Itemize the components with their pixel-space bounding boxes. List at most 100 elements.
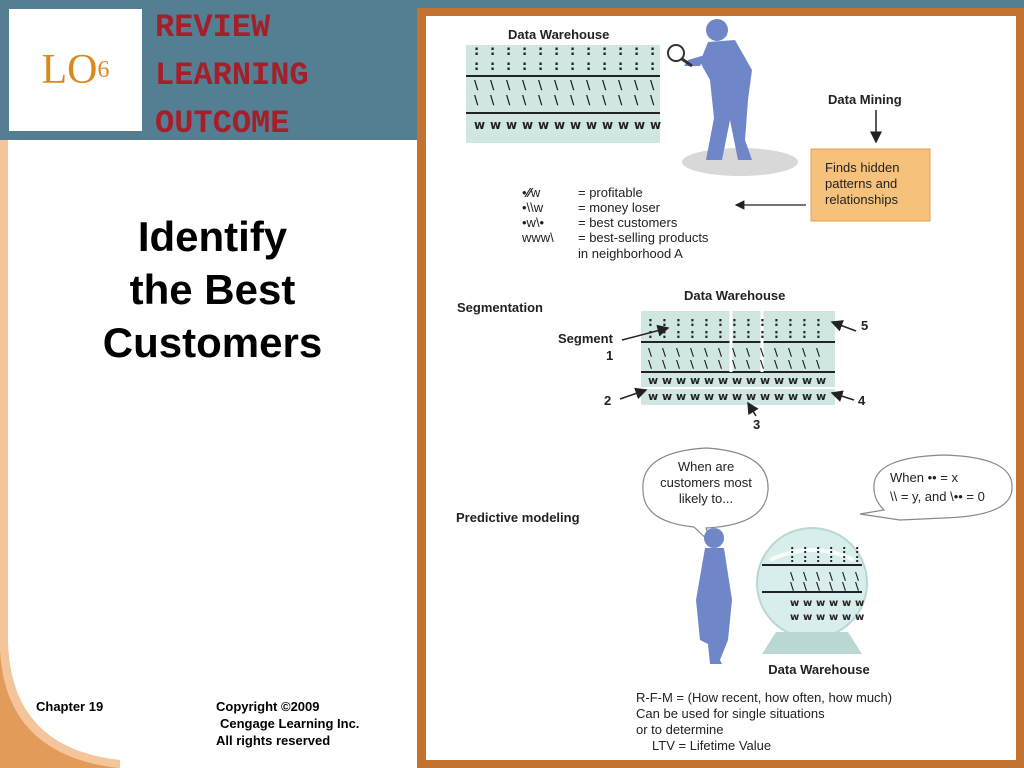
svg-text:\: \ (474, 93, 479, 107)
svg-text:\: \ (634, 78, 639, 92)
svg-text::: : (829, 552, 833, 565)
svg-text:\: \ (522, 93, 527, 107)
svg-text::: : (522, 59, 527, 74)
copyright-line: All rights reserved (216, 733, 331, 748)
svg-text:w: w (774, 390, 784, 403)
svg-text:\: \ (490, 93, 495, 107)
warehouse-block-segment (641, 311, 835, 405)
rfm-line: R-F-M = (How recent, how often, how much… (636, 690, 892, 705)
svg-text::: : (506, 59, 511, 74)
svg-text:\: \ (690, 346, 695, 359)
footer-chapter: Chapter 19 (36, 699, 104, 714)
svg-text:\: \ (790, 570, 795, 583)
copyright-line: Copyright ©2009 (216, 699, 320, 714)
svg-text:w: w (718, 374, 728, 387)
lo-number: 6 (97, 56, 110, 83)
crystal-ball-icon (756, 527, 868, 654)
legend-item: = best-selling products (578, 230, 709, 245)
predictive-label: Predictive modeling (456, 510, 580, 525)
svg-text::: : (746, 327, 751, 341)
dw-label-top: Data Warehouse (508, 27, 609, 42)
svg-text::: : (790, 552, 794, 565)
svg-text::: : (538, 59, 543, 74)
svg-text::: : (634, 44, 639, 59)
svg-text:w: w (634, 118, 645, 132)
svg-text:•∕∕w: •∕∕w (522, 185, 541, 200)
svg-text::: : (746, 315, 751, 329)
svg-text:\: \ (490, 78, 495, 92)
svg-text:\: \ (788, 346, 793, 359)
svg-text::: : (586, 44, 591, 59)
svg-text:\: \ (570, 78, 575, 92)
svg-text:w: w (690, 374, 700, 387)
svg-text:w: w (829, 598, 838, 609)
svg-text:w: w (803, 612, 812, 623)
rfm-line: LTV = Lifetime Value (652, 738, 771, 753)
svg-text:w: w (676, 374, 686, 387)
svg-text::: : (690, 327, 695, 341)
svg-text:\: \ (803, 580, 808, 593)
bubble2-line: \\ = y, and \•• = 0 (890, 489, 985, 504)
svg-text::: : (829, 543, 833, 556)
svg-text::: : (554, 44, 559, 59)
svg-text:\: \ (829, 580, 834, 593)
svg-text::: : (634, 59, 639, 74)
svg-text::: : (732, 327, 737, 341)
svg-text:\: \ (816, 358, 821, 371)
review-line: OUTCOME (155, 105, 290, 142)
svg-text:\: \ (746, 358, 751, 371)
svg-text::: : (474, 44, 479, 59)
rfm-line: or to determine (636, 722, 723, 737)
copyright-line: Cengage Learning Inc. (220, 716, 360, 731)
bubble2-line: When •• = x (890, 470, 958, 485)
svg-text:\: \ (732, 346, 737, 359)
dw-label-segment: Data Warehouse (684, 288, 785, 303)
svg-text:w: w (490, 118, 501, 132)
svg-text:w: w (648, 374, 658, 387)
svg-text:\: \ (586, 78, 591, 92)
svg-text:w: w (618, 118, 629, 132)
speech-bubble-customer (642, 447, 769, 545)
speech-bubble-model (859, 454, 1013, 521)
diagram-panel: Data Warehouse ::::::::::::::::::::::::\… (426, 16, 1016, 760)
finds-line: relationships (825, 192, 898, 207)
svg-text:w: w (704, 390, 714, 403)
svg-text::: : (554, 59, 559, 74)
svg-text:w: w (816, 374, 826, 387)
svg-text:w: w (586, 118, 597, 132)
svg-text::: : (586, 59, 591, 74)
svg-text:w: w (788, 374, 798, 387)
bubble1-line: When are (678, 459, 734, 474)
svg-text::: : (802, 327, 807, 341)
svg-text:\: \ (648, 358, 653, 371)
svg-text::: : (690, 315, 695, 329)
svg-text:\: \ (474, 78, 479, 92)
svg-text:\: \ (732, 358, 737, 371)
svg-text:\: \ (704, 358, 709, 371)
data-mining-label: Data Mining (828, 92, 902, 107)
svg-text:w: w (816, 598, 825, 609)
svg-text::: : (602, 59, 607, 74)
svg-text::: : (774, 315, 779, 329)
svg-text:\: \ (602, 78, 607, 92)
svg-text:\: \ (676, 346, 681, 359)
svg-text:w: w (842, 612, 851, 623)
svg-text:w: w (829, 612, 838, 623)
svg-text:w: w (774, 374, 784, 387)
svg-text::: : (788, 315, 793, 329)
svg-text:\: \ (718, 346, 723, 359)
legend-item: in neighborhood A (578, 246, 683, 261)
segment-number: 5 (861, 318, 868, 333)
footer-copyright: Copyright ©2009 Cengage Learning Inc. Al… (216, 698, 359, 749)
svg-text:www\: www\ (521, 230, 554, 245)
svg-text::: : (490, 59, 495, 74)
svg-text::: : (650, 59, 655, 74)
svg-text::: : (774, 327, 779, 341)
svg-text:w: w (746, 374, 756, 387)
svg-text:w: w (522, 118, 533, 132)
svg-text::: : (803, 552, 807, 565)
title-line: the Best (129, 266, 296, 313)
finds-line: patterns and (825, 176, 897, 191)
svg-text:w: w (803, 598, 812, 609)
